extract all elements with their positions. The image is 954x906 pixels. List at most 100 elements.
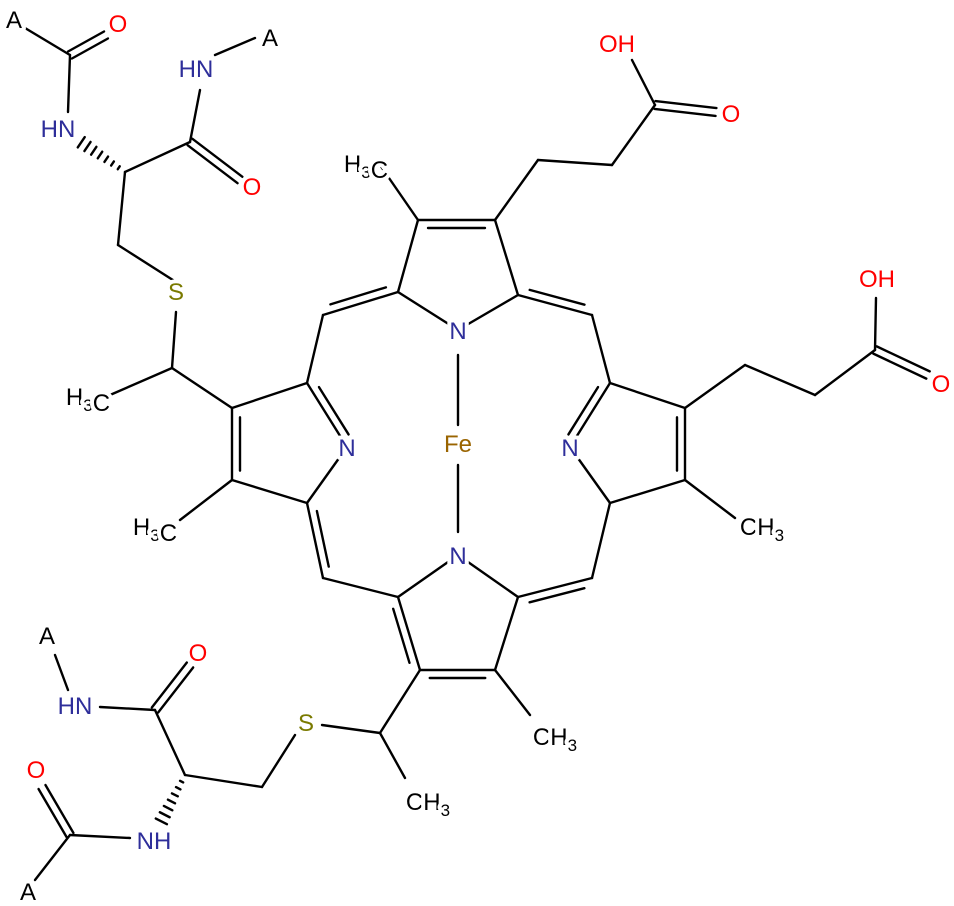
hashed-wedge-bond [76, 135, 86, 149]
ring-bond [396, 553, 460, 599]
hashed-wedge-bond [109, 160, 116, 167]
ring-bond [608, 478, 687, 505]
methyl-top: H3C [344, 151, 388, 184]
ring-bond [230, 478, 309, 505]
cysteine-bond [98, 705, 157, 712]
ring-bond [396, 218, 420, 294]
carbonyl-bond [156, 666, 195, 714]
cys2-amine-nh: NH [137, 828, 172, 855]
acyl-bond [23, 26, 72, 57]
cysteine-bond [123, 140, 192, 174]
thioether-bond [170, 310, 178, 370]
ring-bond [456, 553, 520, 599]
hashed-wedge-bond [154, 817, 169, 826]
ethyl-bond [170, 366, 234, 410]
propionate-bond [683, 363, 747, 410]
hashed-wedge-bond [162, 804, 174, 812]
propionate-bond [610, 103, 657, 167]
double-bond-line [528, 288, 586, 306]
carbonyl-bond [872, 352, 928, 380]
cysteine-bond [116, 170, 127, 247]
cysteine-bond [188, 88, 202, 144]
ring-bond [590, 501, 612, 580]
ring-bond [305, 501, 325, 580]
ring-bond [396, 290, 460, 332]
ethyl-methyl-top: H3C [66, 384, 110, 417]
cysteine-bond [116, 243, 178, 284]
ring-bond [305, 313, 325, 385]
acyl-bond [66, 53, 72, 114]
carbonyl-bond [44, 783, 75, 835]
carbonyl-bond [191, 137, 244, 179]
ethyl-bond [378, 731, 407, 780]
ring-bond [456, 293, 520, 332]
hashed-wedge-bond [116, 165, 121, 171]
iron-atom: Fe [444, 431, 472, 458]
double-bond-line [567, 385, 600, 436]
ring-bond [590, 313, 612, 385]
cysteine-bond [260, 733, 297, 789]
methyl-left: H3C [133, 514, 177, 547]
cysteine-bond [183, 773, 264, 789]
propionate-bond [536, 158, 614, 167]
bonds [23, 26, 931, 882]
carbonyl-bond [66, 30, 106, 53]
hashed-wedge-bond [83, 140, 92, 153]
methyl-right: CH3 [740, 514, 784, 545]
carbonyl-bond [653, 107, 717, 118]
propionate2-hydroxyl: OH [859, 266, 895, 293]
carbonyl-bond [875, 345, 931, 373]
carbonyl-bond [654, 99, 718, 110]
ethyl-bond [108, 366, 174, 397]
carbonyl-bond [150, 661, 189, 709]
propionate-bond [813, 348, 877, 397]
cys2-acyl-oxygen: O [27, 757, 46, 784]
methyl-bond [683, 478, 737, 520]
propionate-bond [630, 58, 657, 107]
sulfur-bottom: S [298, 710, 314, 737]
propionate-bond [873, 296, 878, 352]
hashed-wedge-bond [174, 785, 182, 791]
cys2-carbonyl-oxygen: O [189, 640, 208, 667]
propionate1-oxygen: O [722, 101, 741, 128]
cys1-residue-a1: A [6, 7, 22, 34]
methyl-bottom: CH3 [533, 724, 577, 755]
acyl-bond [33, 833, 72, 882]
propionate-bond [493, 158, 540, 222]
hashed-wedge-bond [178, 779, 185, 784]
hashed-wedge-bond [166, 798, 177, 805]
ethyl-methyl-bottom: CH3 [406, 789, 450, 820]
methyl-bond [378, 163, 420, 222]
thioether-bond [378, 668, 422, 735]
ring-bond [493, 218, 520, 297]
ring-bond [321, 576, 400, 599]
ring-bond [516, 576, 594, 599]
ring-bond [568, 445, 612, 505]
hashed-wedge-bond [96, 150, 104, 160]
nitrogen-bottom: N [449, 543, 466, 570]
sulfur-top: S [168, 279, 184, 306]
acyl-bond [68, 833, 132, 840]
cys2-amide-hn: HN [58, 693, 93, 720]
double-bond-line [528, 587, 586, 604]
amide-bond [53, 653, 70, 692]
double-bond-line [392, 607, 411, 665]
nitrogen-top: N [449, 318, 466, 345]
hashed-wedge-bond [158, 811, 171, 819]
cysteine-bond [153, 708, 187, 777]
thioether-bond [320, 723, 382, 735]
amide-bond [213, 36, 257, 57]
carbonyl-bond [37, 787, 68, 839]
cys1-acyl-oxygen: O [109, 11, 128, 38]
propionate2-oxygen: O [932, 371, 951, 398]
propionate-bond [743, 363, 817, 397]
double-bond-line [317, 385, 350, 436]
double-bond-line [329, 286, 388, 306]
cys2-residue-a2: A [20, 879, 36, 906]
carbonyl-bond [186, 143, 239, 185]
ring-bond [568, 381, 612, 449]
ring-bond [305, 381, 349, 449]
ring-bond [608, 381, 687, 410]
cys1-amine: HN [41, 116, 76, 143]
hashed-wedge-bond [89, 145, 98, 156]
